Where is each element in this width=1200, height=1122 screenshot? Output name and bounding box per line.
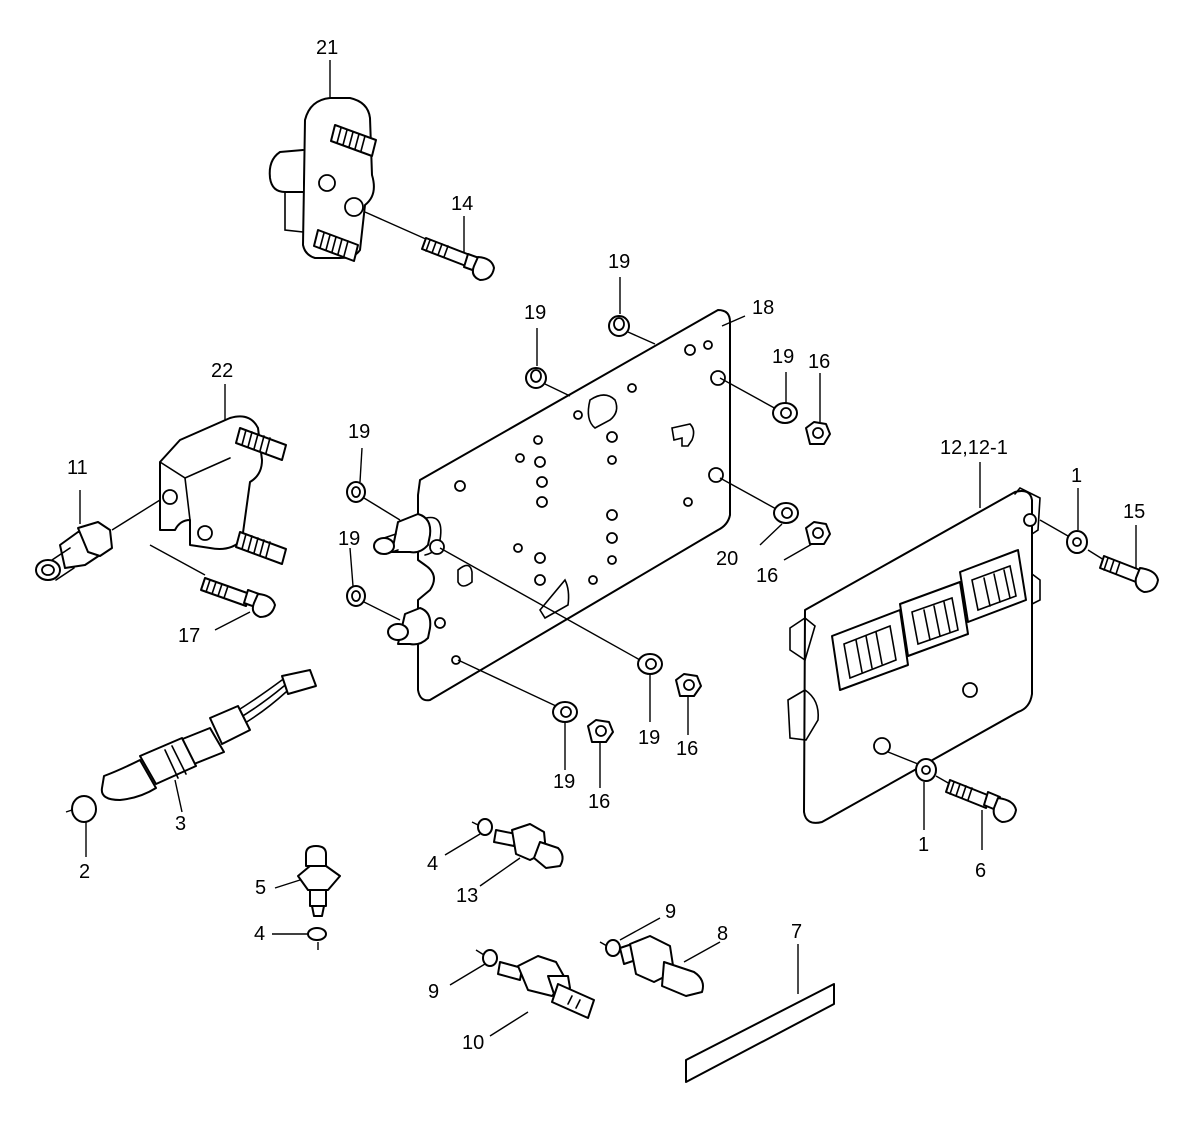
- part-19-washer-top-right[interactable]: [608, 277, 656, 345]
- callout-16: 16: [808, 351, 830, 373]
- part-19-washer-bottom-left[interactable]: [457, 659, 578, 770]
- ecu-connector-middle: [899, 581, 969, 657]
- part-17-bolt[interactable]: [200, 577, 276, 631]
- part-21-stud-lower: [313, 229, 359, 262]
- part-22-stud-lower: [235, 531, 287, 565]
- callout-19: 19: [338, 528, 360, 550]
- part-19-washer-top-left[interactable]: [525, 328, 571, 397]
- callout-20: 20: [716, 548, 738, 570]
- callout-9: 9: [665, 901, 676, 923]
- plate-dowel-upper: [373, 513, 432, 555]
- part-20-washer[interactable]: [719, 477, 799, 546]
- part-21-stud-upper: [330, 124, 377, 157]
- callout-19: 19: [348, 421, 370, 443]
- callout-7: 7: [791, 921, 802, 943]
- part-9-o-ring-left[interactable]: [449, 949, 498, 986]
- callout-10: 10: [462, 1032, 484, 1054]
- callout-9: 9: [428, 981, 439, 1003]
- part-1-washer-upper[interactable]: [1039, 488, 1088, 554]
- callout-19: 19: [772, 346, 794, 368]
- part-14-bolt[interactable]: [364, 211, 495, 281]
- part-2-o-ring[interactable]: [65, 795, 97, 857]
- part-21-bracket[interactable]: [268, 60, 377, 262]
- callout-21: 21: [316, 37, 338, 59]
- callout-4: 4: [427, 853, 438, 875]
- part-13-sensor[interactable]: [479, 823, 564, 887]
- callout-16: 16: [756, 565, 778, 587]
- part-19-washer-bottom-right[interactable]: [439, 547, 663, 722]
- part-22-bracket[interactable]: [149, 384, 287, 576]
- callout-4: 4: [254, 923, 265, 945]
- part-16-nut-bottom-right[interactable]: [675, 673, 702, 735]
- part-7-strip[interactable]: [685, 944, 835, 1083]
- callout-16: 16: [676, 738, 698, 760]
- ecu-connector-right: [959, 549, 1027, 623]
- part-19-washer-right-upper[interactable]: [719, 372, 798, 424]
- callout-19: 19: [553, 771, 575, 793]
- part-18-gasket-plate[interactable]: [417, 309, 746, 702]
- callout-16: 16: [588, 791, 610, 813]
- callout-12-12-1: 12,12-1: [940, 437, 1008, 459]
- callout-1: 1: [918, 834, 929, 856]
- ecu-connector-left: [831, 609, 909, 691]
- callout-3: 3: [175, 813, 186, 835]
- callout-14: 14: [451, 193, 473, 215]
- callout-18: 18: [752, 297, 774, 319]
- part-4-o-ring-lower[interactable]: [272, 927, 327, 950]
- callout-11: 11: [67, 457, 88, 479]
- callout-19: 19: [638, 727, 660, 749]
- callout-17: 17: [178, 625, 200, 647]
- part-22-stud-upper: [235, 427, 287, 461]
- callout-19: 19: [524, 302, 546, 324]
- part-11-sensor[interactable]: [35, 490, 161, 581]
- part-6-bolt[interactable]: [935, 775, 1017, 850]
- part-19-washer-left-lower[interactable]: [346, 547, 401, 621]
- callout-labels: 21 14 19 18 19 19 16 22 19 12,12-1 11 1 …: [67, 37, 1145, 1054]
- callout-2: 2: [79, 861, 90, 883]
- callout-1: 1: [1071, 465, 1082, 487]
- part-5-sensor[interactable]: [274, 845, 341, 917]
- part-10-sensor[interactable]: [489, 955, 595, 1037]
- callout-19: 19: [608, 251, 630, 273]
- callout-13: 13: [456, 885, 478, 907]
- part-16-nut-right-upper[interactable]: [805, 373, 831, 445]
- callout-15: 15: [1123, 501, 1145, 523]
- callout-5: 5: [255, 877, 266, 899]
- callout-8: 8: [717, 923, 728, 945]
- part-16-nut-bottom-left[interactable]: [587, 719, 614, 788]
- callout-22: 22: [211, 360, 233, 382]
- part-15-bolt[interactable]: [1087, 525, 1159, 593]
- part-3-harness-sensor[interactable]: [100, 669, 317, 813]
- part-8-sensor[interactable]: [619, 935, 721, 997]
- plate-holes: [429, 340, 726, 665]
- part-4-o-ring-upper[interactable]: [444, 818, 493, 856]
- part-12-ecu[interactable]: [787, 462, 1041, 824]
- part-1-washer-lower[interactable]: [887, 751, 937, 830]
- part-19-washer-left-upper[interactable]: [346, 447, 401, 521]
- plate-dowel-lower: [387, 607, 432, 646]
- part-16-nut-right-lower[interactable]: [783, 521, 831, 561]
- callout-6: 6: [975, 860, 986, 882]
